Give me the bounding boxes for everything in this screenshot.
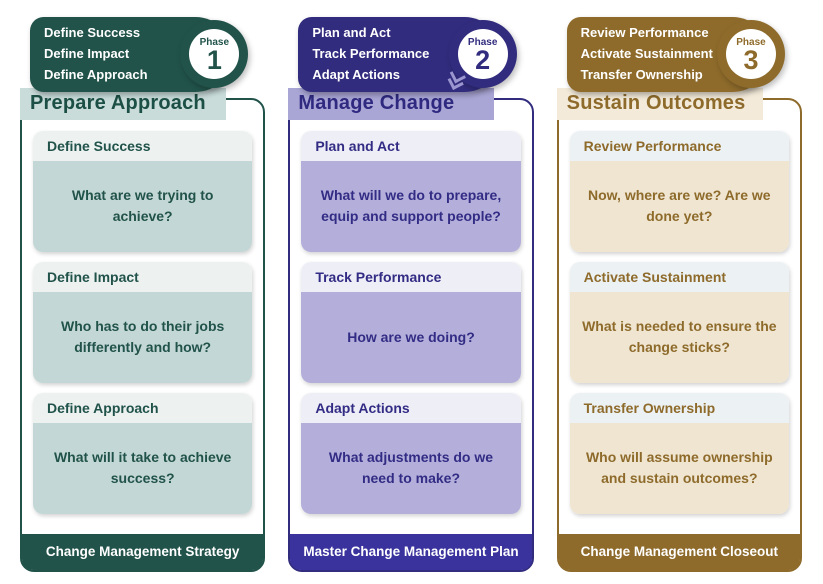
card-define-impact: Define Impact Who has to do their jobs d… xyxy=(33,261,253,383)
card-title: Review Performance xyxy=(569,130,789,161)
phase-3-number: 3 xyxy=(743,44,759,75)
phase-1-number: 1 xyxy=(206,44,222,75)
phase-2-activity-3: Adapt Actions xyxy=(312,66,400,82)
phase-1-column: Define Success Define Impact Define Appr… xyxy=(20,17,266,572)
card-title: Define Approach xyxy=(33,392,253,423)
phase-2-title: Manage Change xyxy=(288,87,495,120)
phase-word-label: Phase xyxy=(736,36,766,48)
card-title: Define Success xyxy=(33,130,253,161)
card-title: Adapt Actions xyxy=(301,392,521,423)
phase-3-deliverable: Change Management Closeout xyxy=(558,534,800,570)
card-question: What will it take to achieve success? xyxy=(33,422,253,514)
phase-1-badge: Phase 1 xyxy=(180,20,249,89)
phase-word-label: Phase xyxy=(467,36,498,48)
phase-1-activity-2: Define Impact xyxy=(44,46,130,62)
card-question: Who has to do their jobs differently and… xyxy=(33,291,253,383)
card-question: What adjustments do we need to make? xyxy=(301,422,521,514)
card-title: Plan and Act xyxy=(301,130,521,161)
phase-1-panel: Define Success What are we trying to ach… xyxy=(20,97,266,572)
phase-3-activity-2: Activate Sustainment xyxy=(580,46,713,62)
card-track-performance: Track Performance How are we doing? xyxy=(301,261,521,383)
card-question: Now, where are we? Are we done yet? xyxy=(569,160,789,252)
phase-1-title: Prepare Approach xyxy=(20,87,227,120)
phase-2-badge: Phase 2 xyxy=(447,20,517,91)
card-question: Who will assume ownership and sustain ou… xyxy=(569,422,789,514)
card-define-approach: Define Approach What will it take to ach… xyxy=(33,392,253,514)
phase-3-title: Sustain Outcomes xyxy=(556,87,763,120)
phase-3-activity-3: Transfer Ownership xyxy=(580,66,703,82)
phase-2-column: Plan and Act Track Performance Adapt Act… xyxy=(288,17,534,572)
card-review-performance: Review Performance Now, where are we? Ar… xyxy=(569,130,789,252)
card-transfer-ownership: Transfer Ownership Who will assume owner… xyxy=(569,392,789,514)
card-question: What are we trying to achieve? xyxy=(33,160,253,252)
phase-1-deliverable: Change Management Strategy xyxy=(22,534,264,570)
card-title: Define Impact xyxy=(33,261,253,292)
phase-3-badge: Phase 3 xyxy=(716,20,785,89)
phase-3-badge-circle: Phase 3 xyxy=(725,29,776,80)
phase-2-activity-1: Plan and Act xyxy=(312,25,391,41)
card-question: What will we do to prepare, equip and su… xyxy=(301,160,521,252)
card-title: Track Performance xyxy=(301,261,521,292)
card-adapt-actions: Adapt Actions What adjustments do we nee… xyxy=(301,392,521,514)
card-activate-sustainment: Activate Sustainment What is needed to e… xyxy=(569,261,789,383)
phase-2-deliverable: Master Change Management Plan xyxy=(290,534,532,570)
phase-3-header-pill: Review Performance Activate Sustainment … xyxy=(566,17,785,92)
phase-2-activity-2: Track Performance xyxy=(312,46,430,62)
phase-1-badge-circle: Phase 1 xyxy=(189,29,240,80)
phase-1-activity-3: Define Approach xyxy=(44,66,148,82)
phase-2-number: 2 xyxy=(475,44,491,75)
phase-3-activity-1: Review Performance xyxy=(580,25,709,41)
card-title: Transfer Ownership xyxy=(569,392,789,423)
card-define-success: Define Success What are we trying to ach… xyxy=(33,130,253,252)
phase-word-label: Phase xyxy=(199,36,230,48)
card-plan-and-act: Plan and Act What will we do to prepare,… xyxy=(301,130,521,252)
phase-1-activity-1: Define Success xyxy=(44,25,141,41)
card-title: Activate Sustainment xyxy=(569,261,789,292)
phase-2-panel: Plan and Act What will we do to prepare,… xyxy=(288,97,534,572)
phase-2-header-pill: Plan and Act Track Performance Adapt Act… xyxy=(298,17,517,92)
phase-3-panel: Review Performance Now, where are we? Ar… xyxy=(556,97,802,572)
phase-1-header-pill: Define Success Define Impact Define Appr… xyxy=(30,17,249,92)
phase-2-badge-circle: Phase 2 xyxy=(457,29,508,80)
phase-3-column: Review Performance Activate Sustainment … xyxy=(556,17,802,572)
card-question: How are we doing? xyxy=(301,291,521,383)
card-question: What is needed to ensure the change stic… xyxy=(569,291,789,383)
